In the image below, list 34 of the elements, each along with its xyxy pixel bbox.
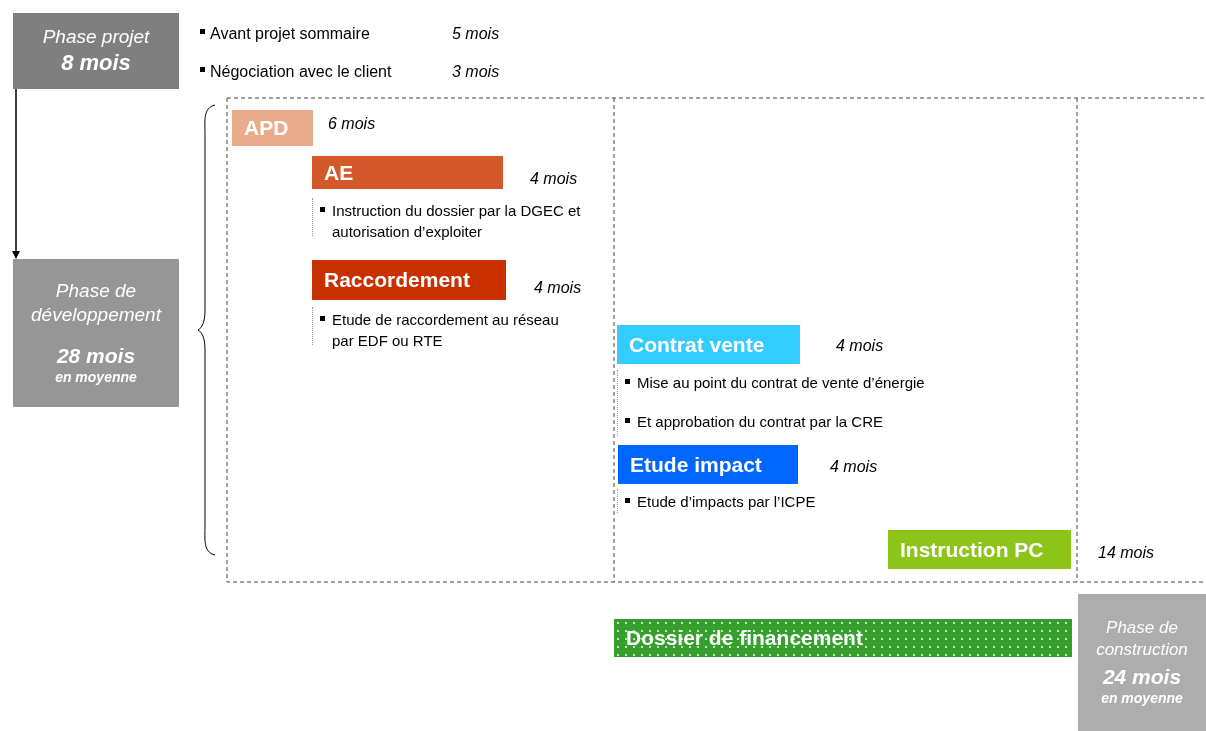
phase-title: Phase projet [42, 25, 150, 50]
phase-box [13, 259, 179, 407]
duration-note: en moyenne [55, 369, 137, 387]
duration-label: 4 mois [836, 336, 884, 356]
financing-bar: Dossier de financement [614, 619, 1072, 657]
bullet-text: Mise au point du contrat de vente d’énergie [625, 372, 1065, 393]
duration-label: 5 mois [452, 24, 500, 44]
duration-label: 4 mois [530, 169, 578, 189]
task-bar: Raccordement [312, 260, 506, 300]
task-bar: Contrat vente [617, 325, 800, 364]
task-bar: Etude impact [618, 445, 798, 484]
phase-duration: 28 mois [56, 342, 136, 369]
phase-box [13, 13, 179, 89]
duration-label: 14 mois [1098, 543, 1155, 563]
task-bar: AE [312, 156, 503, 189]
bullet-text: Négociation avec le client [200, 60, 392, 84]
phase-duration: 8 mois [61, 49, 131, 77]
phase-title: Phase de développement [30, 279, 163, 327]
task-bar: Instruction PC [888, 530, 1071, 569]
duration-label: 4 mois [830, 457, 878, 477]
arrow [12, 88, 20, 259]
duration-label: 4 mois [534, 278, 582, 298]
bullet-text: Etude de raccordement au réseau par EDF ou RTE [320, 309, 560, 351]
phase-title: Phase de construction [1095, 617, 1189, 660]
bullet-text: Et approbation du contrat par la CRE [625, 411, 1065, 432]
bullet-text: Etude d’impacts par l’ICPE [625, 491, 1025, 512]
bullet-text: Avant projet sommaire [200, 22, 370, 46]
phase-duration: 24 mois [1102, 663, 1182, 690]
duration-note: en moyenne [1101, 690, 1183, 708]
task-bar: APD [232, 110, 313, 146]
duration-label: 6 mois [328, 114, 376, 134]
bullet-text: Instruction du dossier par la DGEC et autorisation d’exploiter [320, 200, 582, 242]
duration-label: 3 mois [452, 62, 500, 82]
phase-box [1078, 594, 1206, 731]
